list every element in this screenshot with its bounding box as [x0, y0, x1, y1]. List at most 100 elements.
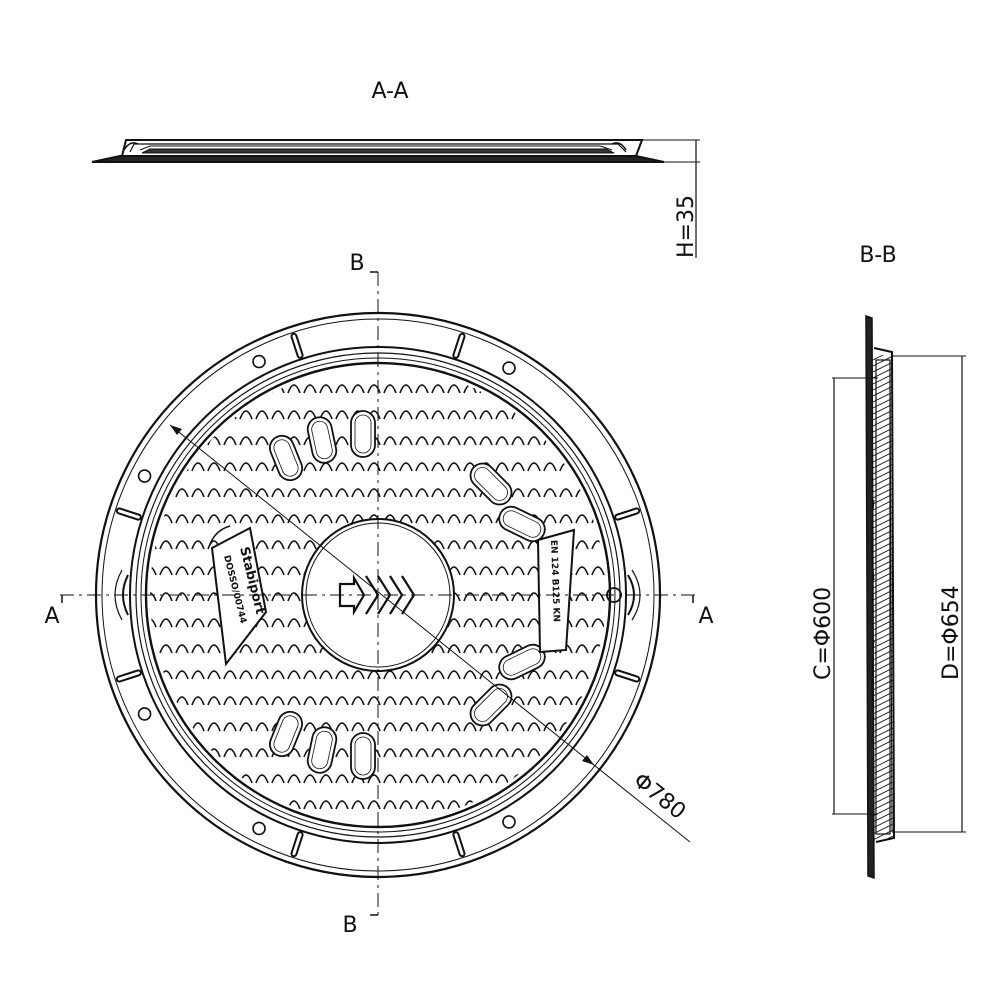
wave-mark [527, 410, 541, 420]
wave-mark [495, 722, 509, 732]
section-hatch [873, 691, 893, 703]
wave-mark [223, 800, 237, 810]
section-hatch [873, 415, 893, 427]
frame-lug-inner [292, 833, 302, 856]
wave-mark [351, 488, 365, 498]
wave-mark [527, 800, 541, 810]
section-marker-b-bottom: B [342, 913, 357, 938]
wave-mark [319, 514, 333, 524]
wave-mark [447, 800, 461, 810]
wave-mark [591, 566, 605, 576]
section-hatch [873, 385, 893, 397]
section-hatch [873, 475, 893, 487]
wave-mark [271, 696, 285, 706]
section-hatch [873, 667, 893, 679]
wave-mark [223, 367, 237, 368]
wave-mark [495, 384, 509, 394]
frame-lug-inner [292, 334, 302, 357]
wave-mark [150, 774, 157, 784]
wave-mark [319, 462, 333, 472]
wave-mark [543, 462, 557, 472]
section-hatch [873, 679, 893, 691]
section-hatch [873, 733, 893, 745]
section-hatch [873, 661, 893, 673]
wave-mark [511, 540, 525, 550]
wave-mark [303, 384, 317, 394]
wave-mark [527, 488, 541, 498]
wave-mark [150, 367, 157, 368]
wave-mark [559, 670, 573, 680]
wave-mark [287, 618, 301, 628]
section-hatch [873, 673, 893, 685]
section-hatch [873, 535, 893, 547]
wave-mark [575, 670, 589, 680]
wave-mark [591, 722, 605, 732]
wave-mark [559, 410, 573, 420]
wave-mark [159, 514, 173, 524]
wave-mark [144, 827, 156, 835]
section-hatch [873, 451, 893, 463]
wave-mark [239, 696, 253, 706]
wave-mark [383, 722, 397, 732]
wave-mark [335, 748, 349, 758]
wave-mark [175, 410, 189, 420]
wave-mark [447, 670, 461, 680]
wave-mark [175, 540, 189, 550]
wave-mark [431, 436, 445, 446]
section-hatch [873, 842, 893, 852]
wave-mark [399, 410, 413, 420]
wave-mark [495, 618, 509, 628]
wave-mark [495, 774, 509, 784]
section-hatch [873, 763, 893, 775]
wave-mark [575, 367, 589, 368]
wave-mark [303, 696, 317, 706]
wave-mark [191, 618, 205, 628]
wave-mark [559, 514, 573, 524]
section-hatch [873, 427, 893, 439]
wave-mark [335, 384, 349, 394]
wave-mark [415, 514, 429, 524]
wave-mark [415, 670, 429, 680]
wave-mark [175, 670, 189, 680]
wave-mark [191, 566, 205, 576]
wave-mark [239, 488, 253, 498]
wave-mark [223, 748, 237, 758]
wave-mark [287, 800, 301, 810]
wave-mark [447, 540, 461, 550]
wave-mark [319, 774, 333, 784]
wave-mark [150, 722, 157, 732]
wave-mark [255, 462, 269, 472]
bolt-hole [137, 469, 152, 483]
section-hatch [873, 739, 893, 751]
wave-mark [207, 384, 221, 394]
wave-mark [175, 488, 189, 498]
wave-mark [287, 566, 301, 576]
section-hatch [873, 355, 884, 361]
wave-mark [335, 800, 349, 810]
wave-mark [575, 592, 589, 602]
wave-mark [335, 696, 349, 706]
wave-mark [207, 722, 221, 732]
wave-mark [287, 384, 301, 394]
wave-mark [431, 514, 445, 524]
wave-mark [431, 722, 445, 732]
frame-lug-inner [117, 671, 140, 681]
wave-mark [447, 748, 461, 758]
cover-slot-inner [311, 420, 333, 460]
wave-mark [255, 670, 269, 680]
wave-mark [512, 827, 524, 835]
wave-mark [591, 618, 605, 628]
section-hatch [873, 793, 893, 805]
wave-mark [463, 644, 477, 654]
wave-mark [527, 722, 541, 732]
wave-mark [159, 592, 173, 602]
bolt-hole [252, 821, 266, 836]
wave-mark [383, 670, 397, 680]
cover-slot [469, 462, 513, 506]
wave-mark [287, 670, 301, 680]
wave-mark [287, 774, 301, 784]
wave-mark [223, 488, 237, 498]
cover-slots [268, 410, 546, 780]
wave-mark [543, 670, 557, 680]
wave-mark [527, 618, 541, 628]
